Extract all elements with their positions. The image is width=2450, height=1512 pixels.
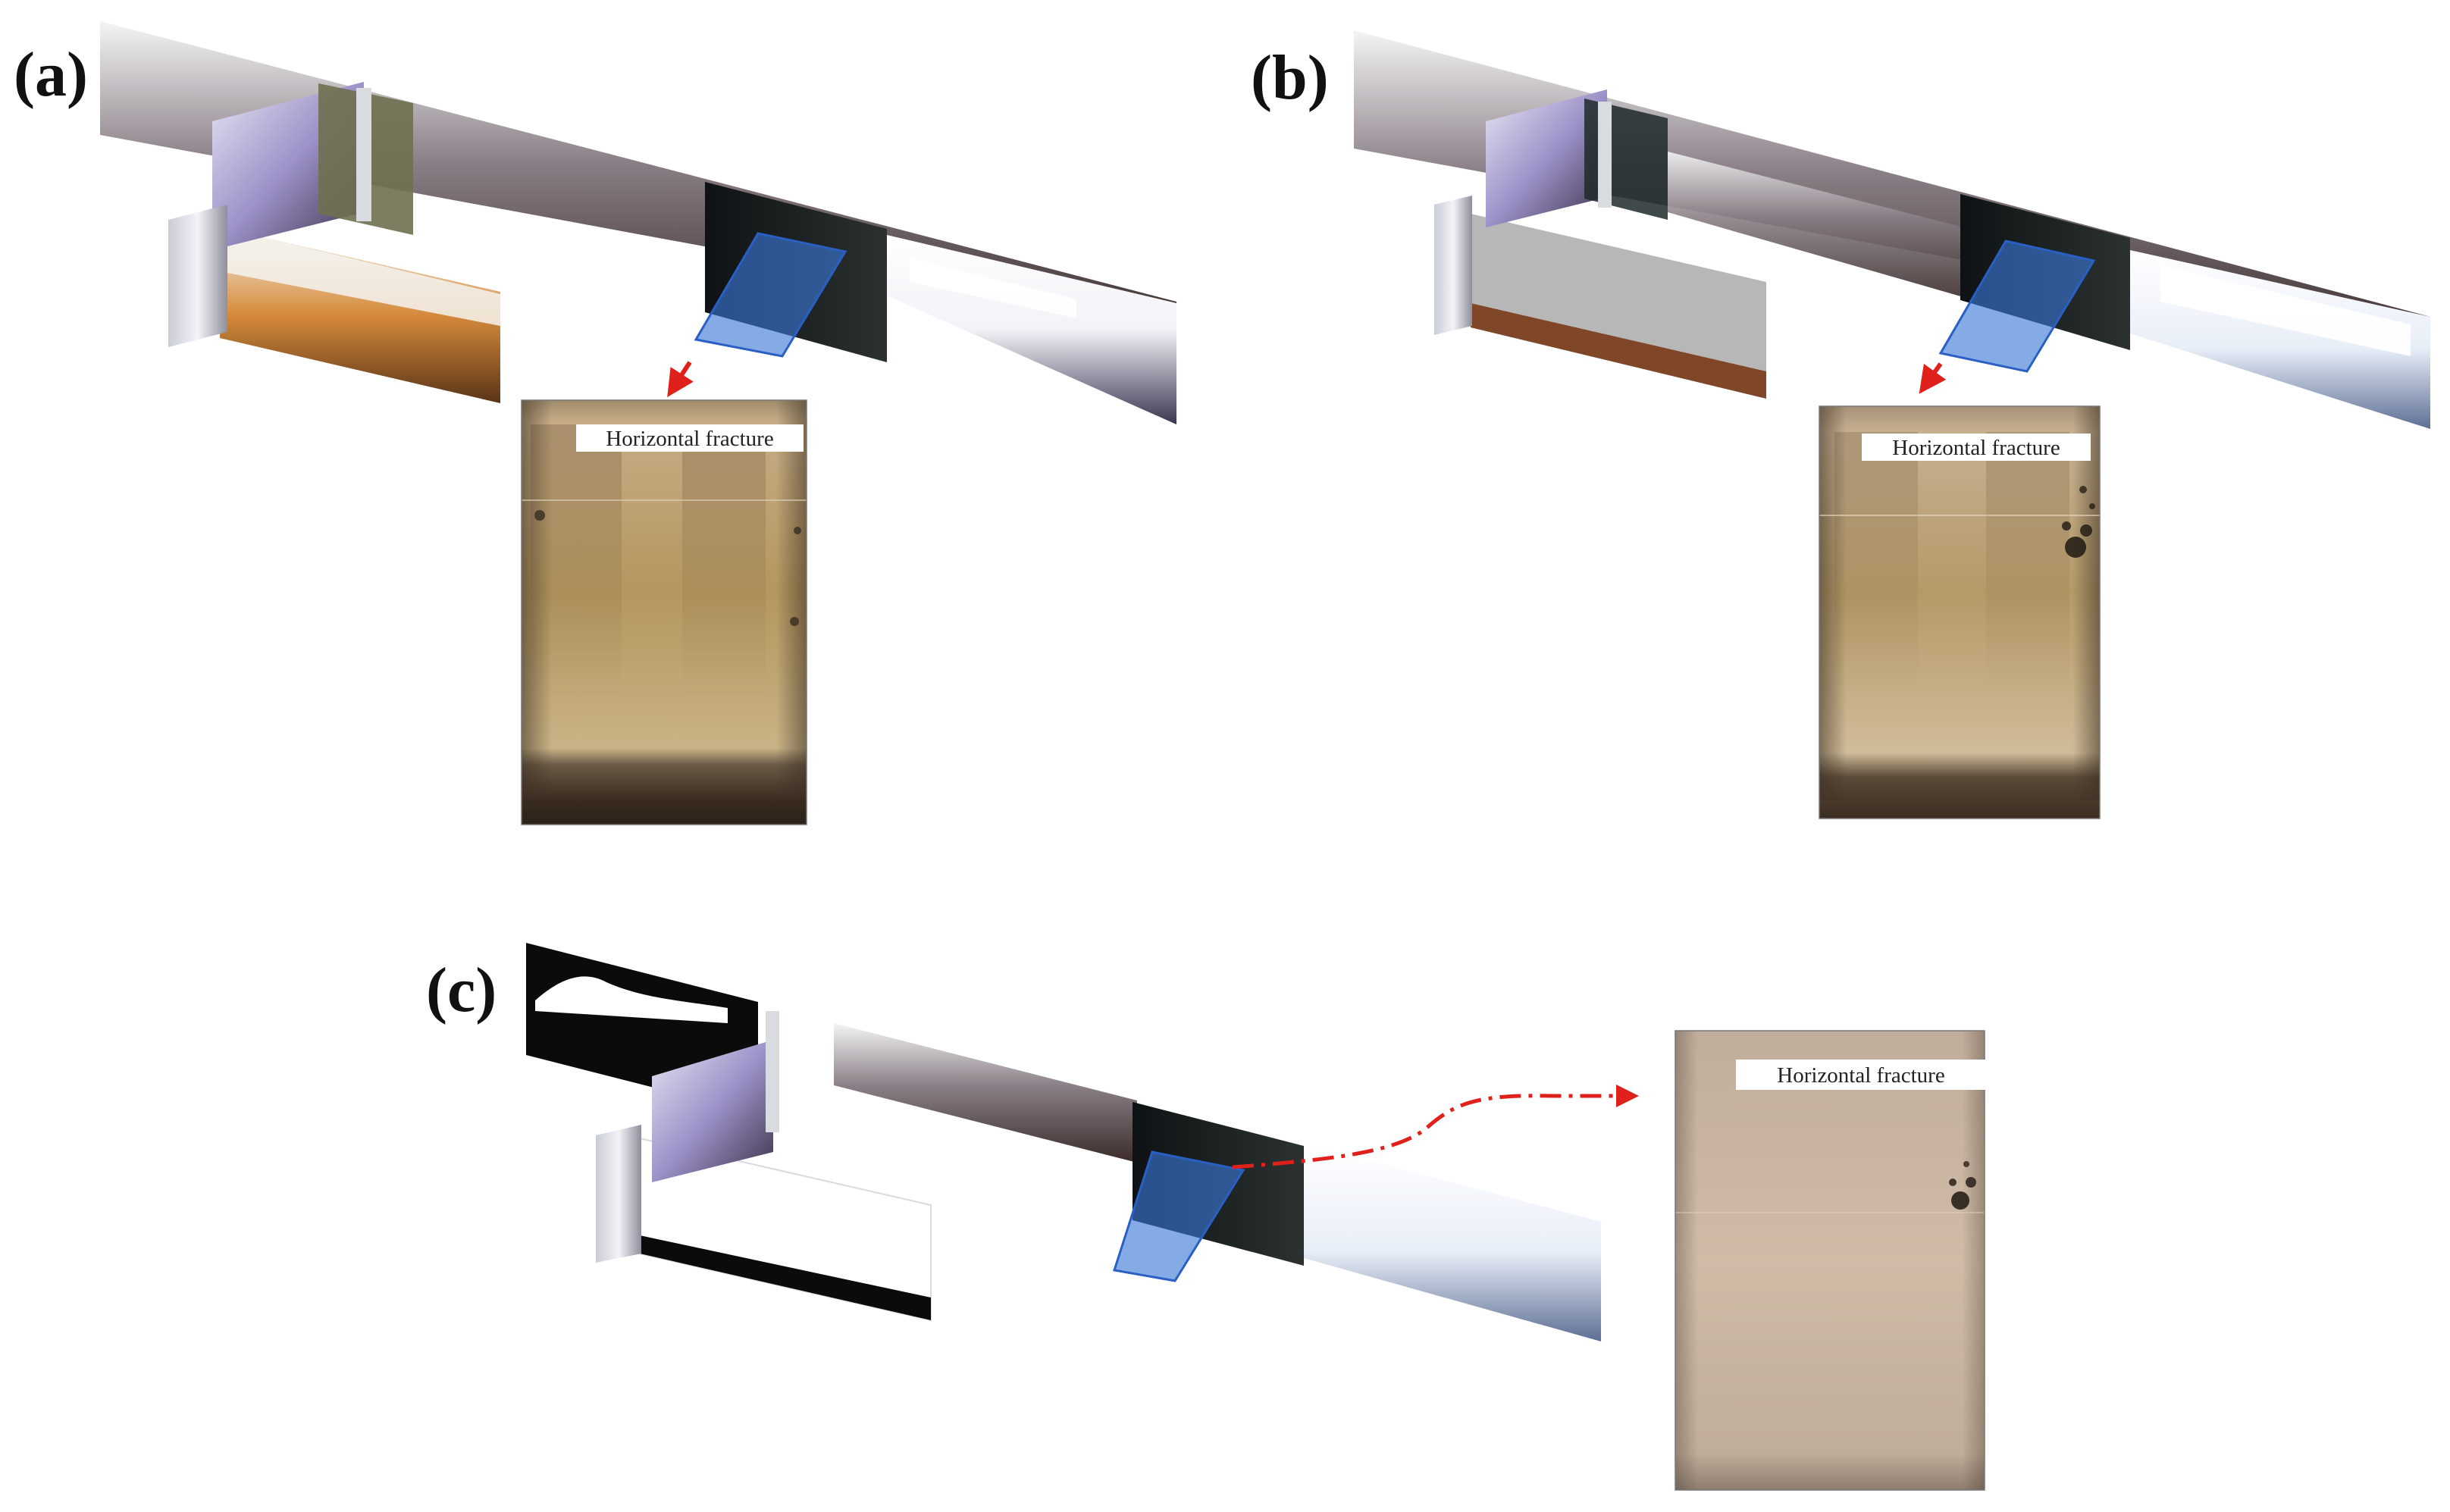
panel-label-c: (c) [426,955,497,1025]
caption-b: Horizontal fracture [1892,436,2060,460]
pipe-glare-b [2160,265,2411,356]
pipe-fluid-c [535,976,728,1023]
branch-fluid-c [640,1235,931,1320]
wellbore-apparatus-b [1354,30,2430,429]
wellbore-apparatus-c [526,943,1601,1341]
panel-label-a: (a) [14,39,88,110]
callout-arrow-c [1232,1085,1639,1169]
joint-flange-b [1598,102,1612,208]
branch-end-cap-a [168,205,227,347]
sample-photo-c [1675,1030,1985,1491]
branch-end-cap-c [596,1125,641,1263]
caption-a: Horizontal fracture [606,427,773,451]
main-pipe-mid-b [1668,152,1963,297]
caption-box-b: Horizontal fracture [1862,434,2091,461]
main-pipe-lower-c [1304,1143,1601,1341]
branch-sediment-b [1471,303,1766,399]
wellbore-apparatus-a [100,21,1176,424]
branch-end-cap-b [1434,196,1472,335]
caption-c: Horizontal fracture [1777,1063,1944,1088]
lateral-branch-b [1471,214,1766,399]
panel-c: (c) [426,943,1986,1491]
callout-arrow-b [1919,362,1947,394]
fracture-plane-c [1113,1150,1245,1282]
callout-arrow-a [667,361,694,398]
main-pipe-mid-c [834,1023,1137,1163]
junction-frame-c [652,1040,773,1182]
joint-flange-c [766,1011,779,1132]
fracture-plane-a [694,232,847,358]
panel-label-b: (b) [1251,42,1329,113]
sample-photo-a [521,399,807,825]
sample-photo-b [1819,405,2101,819]
junction-joint-b [1584,99,1668,220]
junction-frame-b [1486,89,1607,227]
panel-a: (a) [14,21,1176,825]
joint-flange-a [356,88,371,221]
branch-highlight-a [227,229,500,326]
caption-box-a: Horizontal fracture [576,424,804,452]
fracture-plane-b [1938,239,2096,373]
panel-b: (b) [1251,30,2430,819]
caption-box-c: Horizontal fracture [1736,1060,1986,1090]
pipe-glare-a [910,258,1076,318]
